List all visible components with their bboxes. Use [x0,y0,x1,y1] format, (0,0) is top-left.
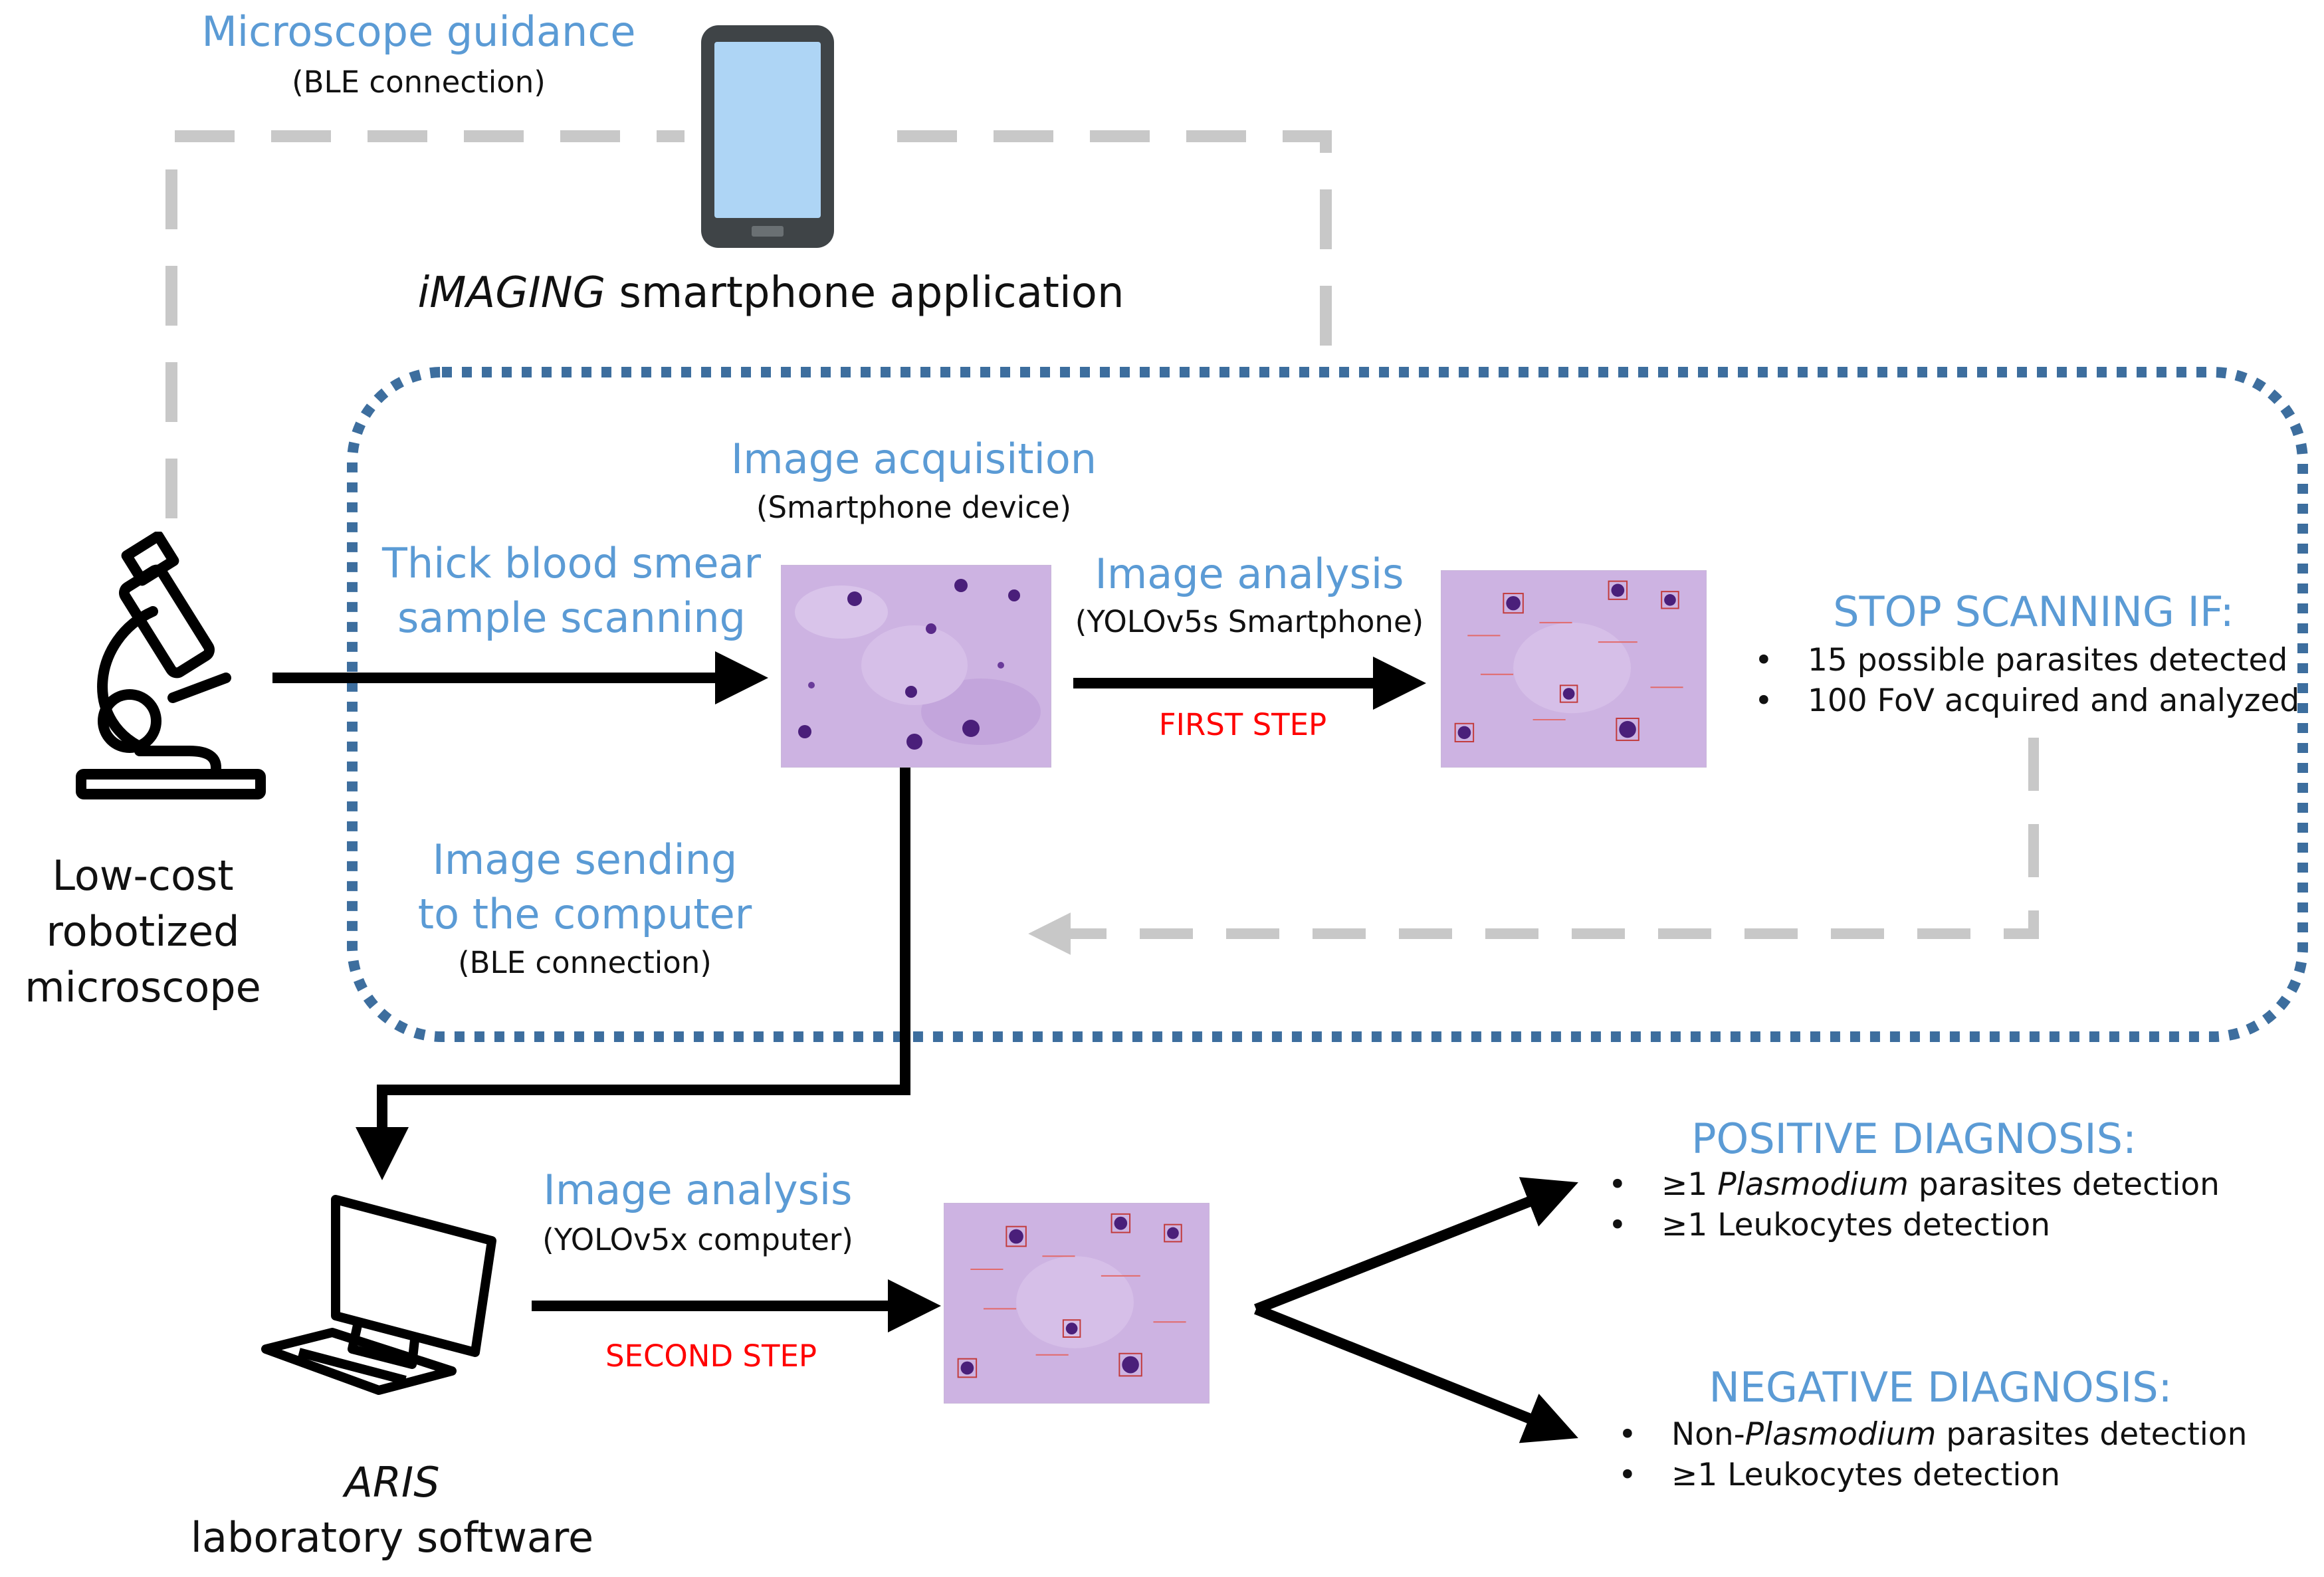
sending-sub: (BLE connection) [458,945,712,980]
sending-line2: to the computer [417,890,752,938]
negative-criteria: Non-Plasmodium parasites detection ≥1 Le… [1618,1414,2247,1495]
scanning-line1: Thick blood smear [382,539,761,587]
analyzed-image-smartphone [1441,570,1707,768]
negative-item1-pre: Non- [1671,1416,1745,1453]
computer-icon [261,1195,496,1395]
second-step-label: SECOND STEP [605,1338,817,1374]
scanning-region-border [347,367,2308,1042]
first-step-label: FIRST STEP [1158,707,1327,742]
negative-item1-em: Plasmodium [1744,1416,1937,1453]
positive-item1-post: parasites detection [1908,1166,2220,1203]
list-item: ≥1 Leukocytes detection [1608,1205,2220,1245]
list-item: ≥1 Leukocytes detection [1618,1455,2247,1495]
loop-back-dashed-line [1028,738,2039,955]
list-item: 100 FoV acquired and analyzed [1754,681,2299,721]
software-name: ARIS [344,1458,440,1507]
acquisition-title: Image acquisition [730,435,1097,483]
microscope-line2: robotized [46,907,240,956]
analyzed-image-computer [944,1203,1210,1404]
app-name: iMAGING [417,268,606,318]
analysis-pc-sub: (YOLOv5x computer) [542,1222,853,1257]
scanning-line2: sample scanning [397,593,746,642]
microscope-line3: microscope [25,963,261,1011]
list-item: ≥1 Plasmodium parasites detection [1608,1164,2220,1205]
arrow-acquisition-to-computer [356,768,910,1180]
positive-item1-em: Plasmodium [1717,1166,1909,1203]
fork-junction [1254,1177,1578,1314]
stop-title: STOP SCANNING IF: [1833,587,2234,636]
app-label: iMAGING smartphone application [372,268,1170,318]
list-item: Non-Plasmodium parasites detection [1618,1414,2247,1455]
sending-line1: Image sending [432,835,738,884]
microscope-line1: Low-cost [52,851,234,900]
negative-title: NEGATIVE DIAGNOSIS: [1709,1363,2172,1412]
smartphone-icon [701,25,834,248]
analysis-phone-sub: (YOLOv5s Smartphone) [1075,604,1424,639]
positive-title: POSITIVE DIAGNOSIS: [1691,1114,2137,1163]
positive-criteria: ≥1 Plasmodium parasites detection ≥1 Leu… [1608,1164,2220,1245]
guidance-sub: (BLE connection) [292,64,546,100]
app-rest: smartphone application [605,268,1124,318]
analysis-phone-title: Image analysis [1095,550,1404,598]
stop-conditions: 15 possible parasites detected 100 FoV a… [1754,640,2299,721]
software-line2: laboratory software [190,1513,594,1562]
negative-item1-post: parasites detection [1936,1416,2248,1453]
fork-to-negative [1254,1304,1578,1443]
microscope-icon [76,532,266,799]
positive-item1-pre: ≥1 [1661,1166,1718,1203]
analysis-pc-title: Image analysis [543,1166,853,1214]
guidance-dashed-line [165,130,1332,518]
acquisition-sub: (Smartphone device) [756,490,1072,525]
acquired-image [781,565,1051,768]
list-item: 15 possible parasites detected [1754,640,2299,681]
guidance-title: Microscope guidance [201,7,636,56]
